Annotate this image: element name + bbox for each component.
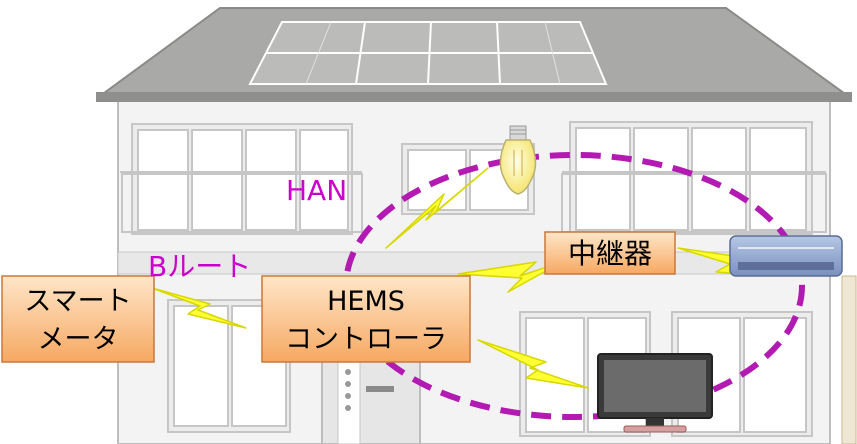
hems-label-line2: コントローラ [285,324,447,355]
hems-controller-box: HEMS コントローラ [261,275,471,363]
television-icon [597,353,713,433]
lightning-icon [385,167,489,249]
hems-label-line1: HEMS [327,286,405,317]
smart-meter-box: スマート メータ [1,275,155,363]
smart-meter-label-line2: メータ [38,324,119,355]
house [96,7,857,444]
upper-left-windows [120,123,363,235]
b-route-label: Bルート [148,250,251,283]
lightning-icon [477,339,589,389]
repeater-box: 中継器 [544,231,676,275]
air-conditioner-icon [729,235,843,277]
side-fence [841,275,857,444]
lightning-icon [151,287,247,329]
solar-panel [248,21,608,85]
roof-eave [96,92,852,102]
repeater-label: 中継器 [568,237,652,270]
upper-right-windows [561,121,827,235]
han-label: HAN [286,174,347,207]
light-bulb-icon [499,125,537,195]
smart-meter-label-line1: スマート [24,286,131,317]
